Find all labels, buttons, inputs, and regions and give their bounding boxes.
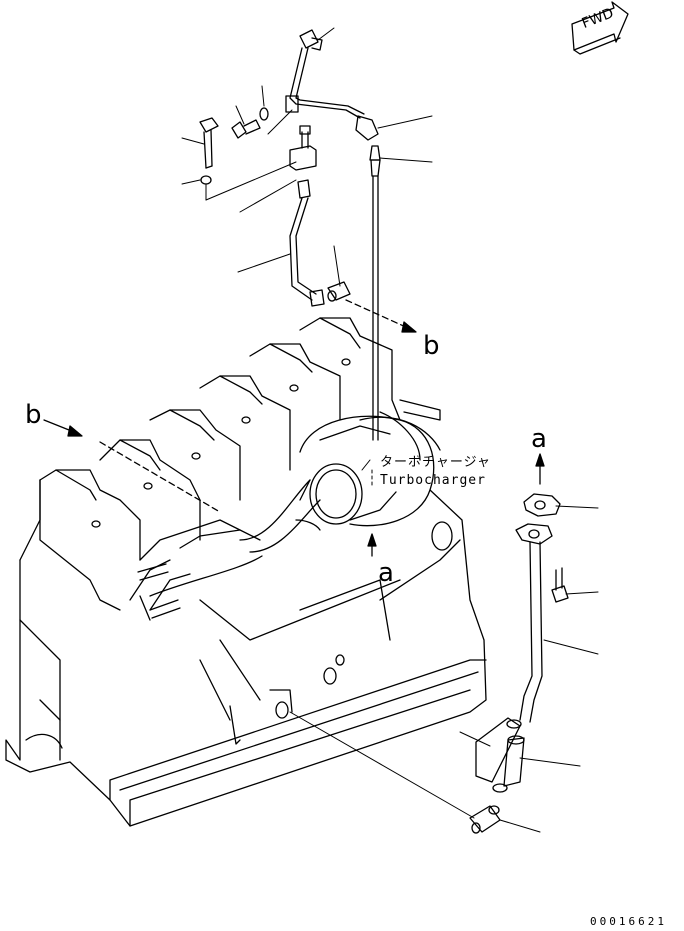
straight-oil-tube xyxy=(369,145,381,441)
washer-upper xyxy=(259,107,269,121)
bent-oil-tube xyxy=(289,197,325,307)
elbow-fitting xyxy=(327,281,351,302)
drain-tube xyxy=(519,541,543,723)
arrow-label-b-left: b xyxy=(25,400,42,430)
drain-tube-flange xyxy=(515,523,553,545)
arrow-b-right xyxy=(345,299,417,333)
fwd-direction-icon xyxy=(571,1,629,55)
turbocharger-label-japanese: ターボチャージャ xyxy=(380,455,491,470)
union-connector xyxy=(297,179,311,199)
pipe-block xyxy=(289,125,317,171)
elbow-connector-lower xyxy=(469,805,501,834)
leader-lines xyxy=(181,27,599,833)
arrow-label-b-right: b xyxy=(423,331,440,361)
arrow-a-top xyxy=(535,453,545,485)
drain-port xyxy=(275,701,289,719)
bolt-long xyxy=(199,117,219,169)
washer-lower xyxy=(200,175,212,185)
arrow-a-center xyxy=(367,533,377,557)
arrow-label-a-center: a xyxy=(378,558,394,588)
hose xyxy=(475,717,522,783)
turbocharger xyxy=(295,399,441,531)
arrow-b-left xyxy=(43,419,221,513)
drawing-number: 00016621 xyxy=(590,915,667,928)
gasket xyxy=(523,493,561,517)
bolt-short xyxy=(231,119,261,139)
drain-bolt xyxy=(551,567,569,603)
turbocharger-label-english: Turbocharger xyxy=(380,473,486,488)
engine-block xyxy=(5,317,487,827)
hose-clamp xyxy=(492,735,525,793)
arrow-label-a-top: a xyxy=(531,424,547,454)
oil-supply-tube xyxy=(285,29,379,141)
